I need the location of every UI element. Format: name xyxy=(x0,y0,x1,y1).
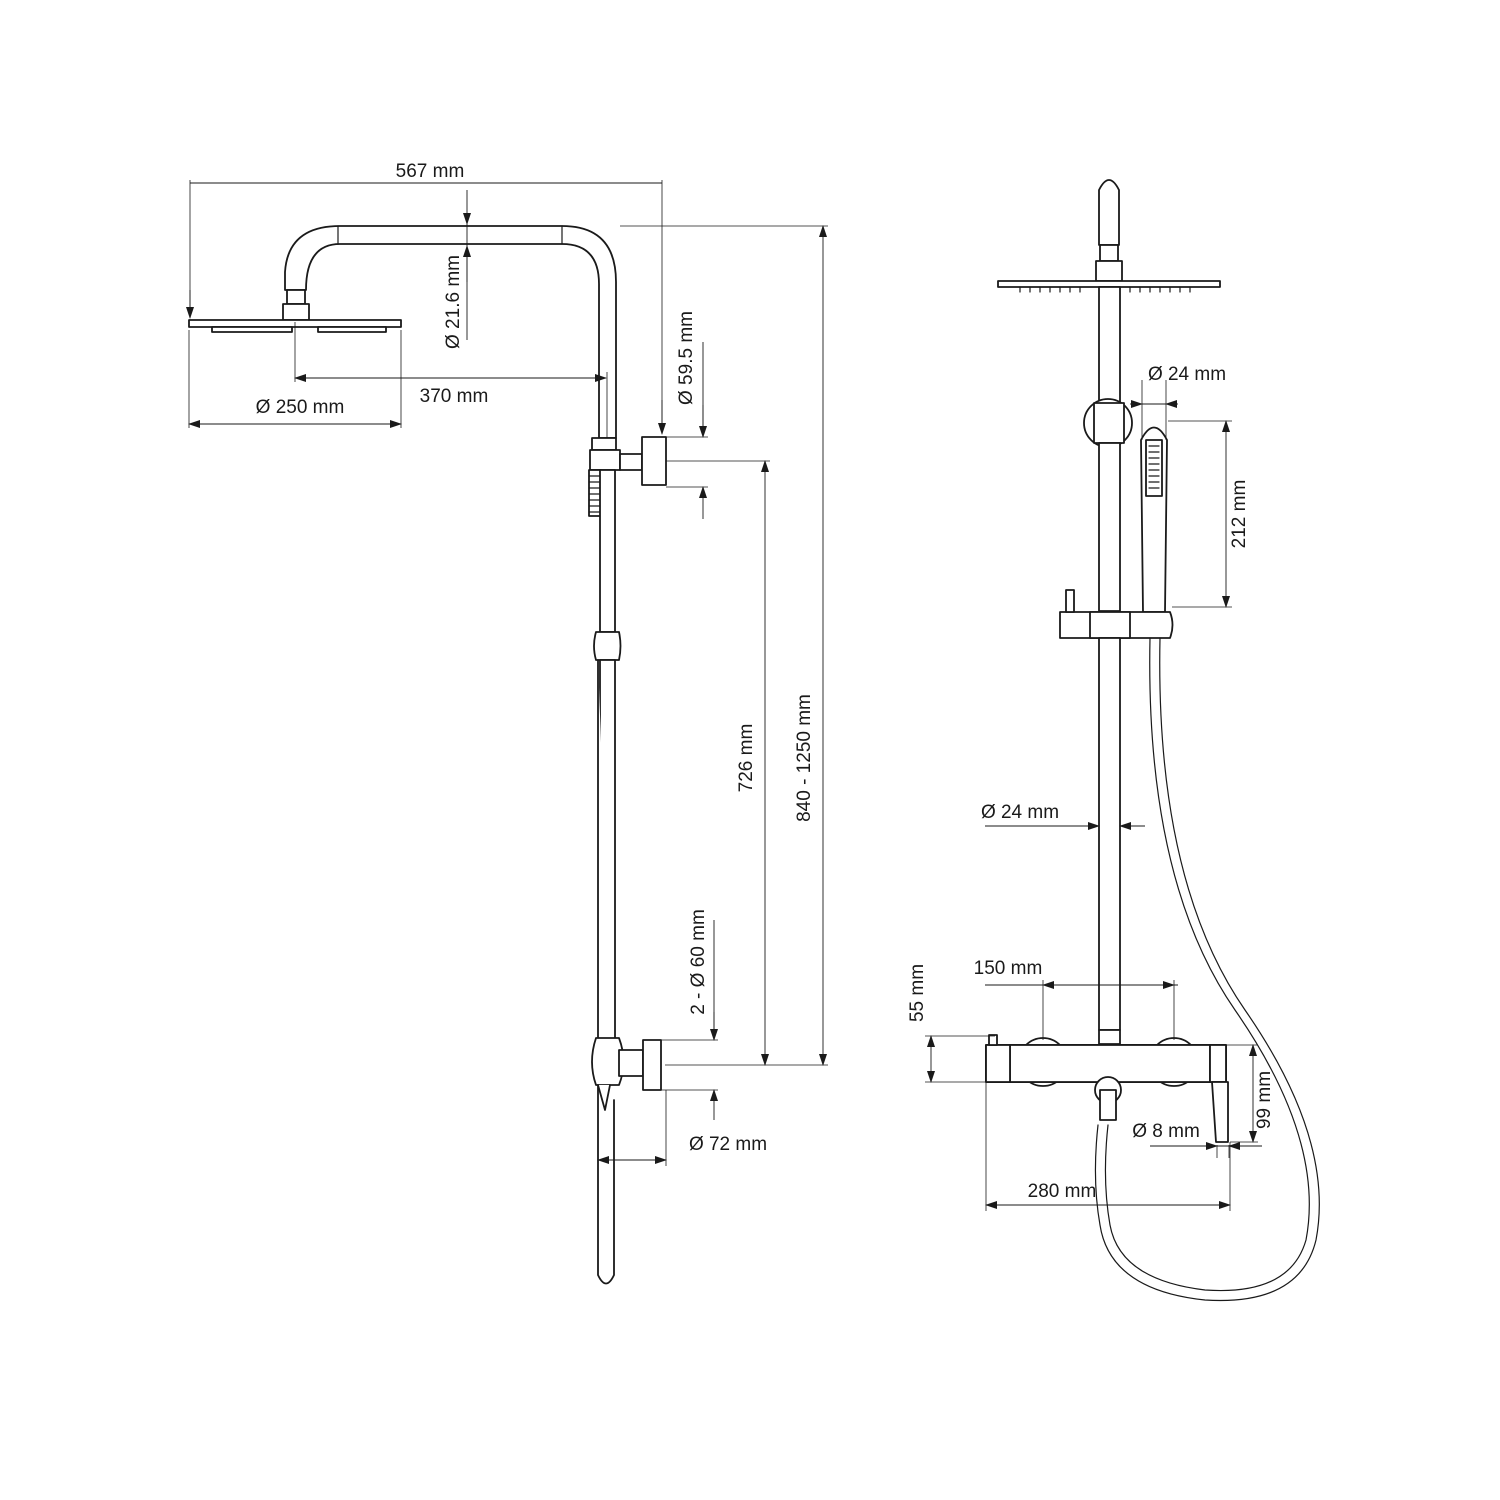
dim-label-wall-offset: Ø 72 mm xyxy=(689,1134,767,1155)
dim-label-pipe-length: 726 mm xyxy=(736,724,757,793)
dim-label-total-width: 567 mm xyxy=(396,161,465,182)
dim-label-valve-height: 55 mm xyxy=(907,964,928,1022)
dim-label-arm-reach: 370 mm xyxy=(420,386,489,407)
side-view: 567 mm Ø 21.6 mm 370 mm Ø 250 mm Ø 59.5 … xyxy=(186,161,828,1285)
hand-shower-tube xyxy=(597,659,615,1285)
riser-pipe-side xyxy=(599,469,616,633)
dim-label-handshower-length: 212 mm xyxy=(1229,480,1250,549)
dim-label-spout-drop: 99 mm xyxy=(1254,1071,1275,1129)
dim-label-inlet-spacing: 150 mm xyxy=(974,958,1043,979)
top-arm-front xyxy=(1098,179,1120,246)
hose xyxy=(1104,637,1310,1292)
rail-front xyxy=(1098,286,1121,404)
spout-front xyxy=(1211,1081,1229,1143)
dim-label-handshower-diameter: Ø 24 mm xyxy=(1148,364,1226,385)
front-view: Ø 24 mm 212 mm Ø 24 mm 150 mm 55 mm Ø 8 … xyxy=(907,179,1320,1302)
dim-label-flange-diameter: 2 - Ø 60 mm xyxy=(688,909,709,1015)
upper-wall-flange xyxy=(641,436,667,486)
upper-bracket-clamp xyxy=(591,437,617,451)
dim-label-height-range: 840 - 1250 mm xyxy=(794,694,815,822)
dim-label-valve-width: 280 mm xyxy=(1028,1181,1097,1202)
arm-nut xyxy=(286,289,306,305)
upper-bracket-front xyxy=(1093,402,1125,444)
dim-label-rail-diameter: Ø 24 mm xyxy=(981,802,1059,823)
dim-label-head-diameter: Ø 250 mm xyxy=(256,397,345,418)
dim-label-spout-diameter: Ø 8 mm xyxy=(1132,1121,1200,1142)
overhead-arm xyxy=(284,225,617,439)
lower-connector xyxy=(591,1037,625,1086)
dim-label-arm-diameter: Ø 21.6 mm xyxy=(443,255,464,349)
lower-wall-flange xyxy=(642,1039,662,1091)
dim-label-bracket-diameter: Ø 59.5 mm xyxy=(676,311,697,405)
slider-ring xyxy=(593,631,622,661)
